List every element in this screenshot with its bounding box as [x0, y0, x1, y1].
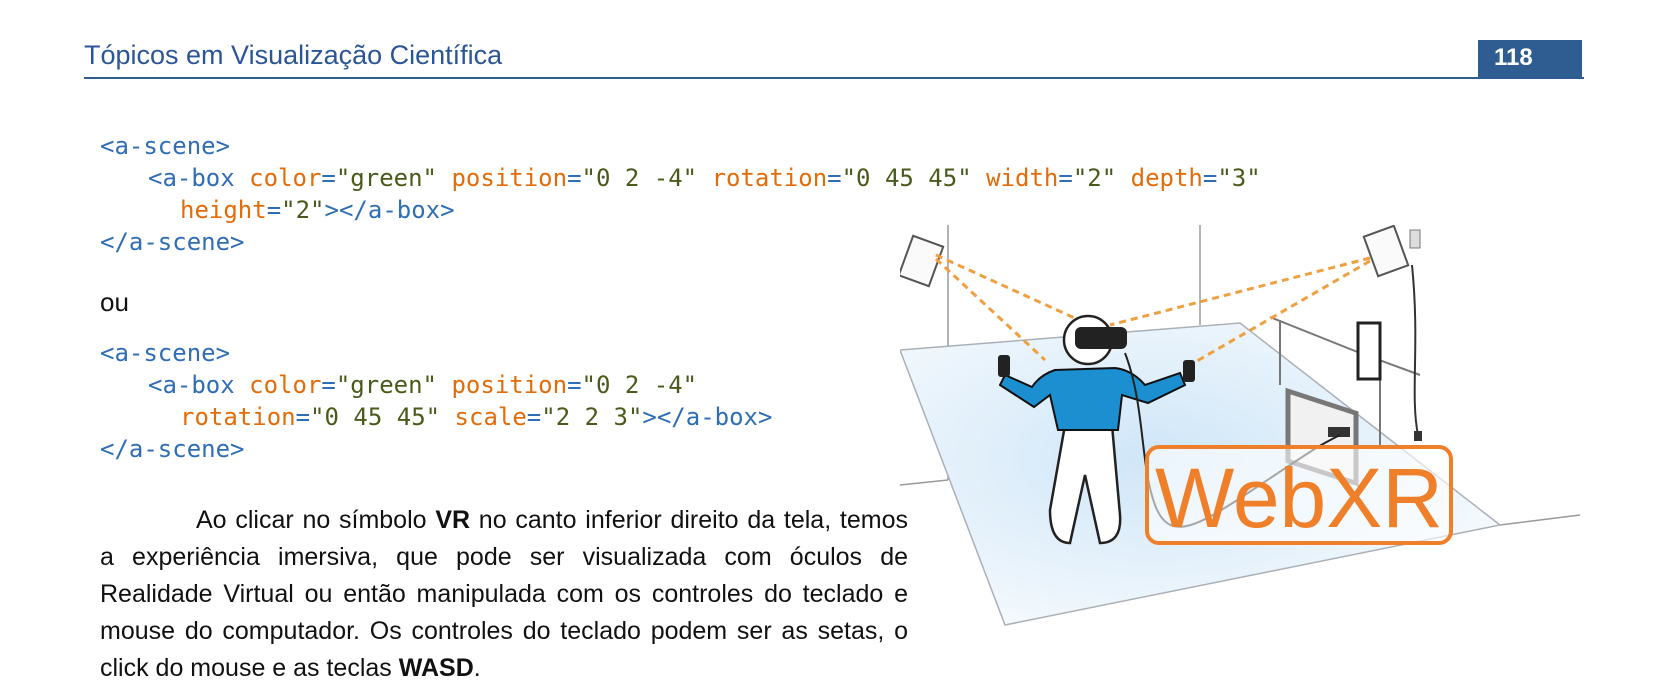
tracking-lasers	[934, 253, 1371, 367]
code-line: </a-scene>	[100, 226, 1261, 258]
code-attr: color	[249, 164, 322, 192]
pc-tower	[1356, 321, 1382, 381]
code-tag: <a-box	[148, 164, 235, 192]
page-number: 118	[1478, 40, 1582, 78]
code-attr: scale	[454, 403, 527, 431]
running-header-title: Tópicos em Visualização Científica	[84, 40, 503, 70]
code-block-1: <a-scene> <a-box color="green" position="…	[100, 130, 1261, 258]
paragraph-bold: WASD	[398, 654, 474, 682]
code-attr: rotation	[180, 403, 296, 431]
code-line: </a-scene>	[100, 433, 772, 465]
code-value: "0 2 -4"	[581, 164, 698, 192]
code-block-2: <a-scene> <a-box color="green" position="…	[100, 337, 772, 465]
code-attr: depth	[1130, 164, 1203, 192]
code-line: <a-box color="green" position="0 2 -4" r…	[148, 164, 1261, 192]
code-value: "0 2 -4"	[581, 371, 698, 399]
webxr-frame	[1145, 445, 1453, 545]
controller-left	[998, 355, 1010, 377]
code-tag: </a-scene>	[100, 228, 245, 256]
code-value: "2 2 3"	[541, 403, 643, 431]
code-tag: ></a-box>	[642, 403, 773, 431]
code-attr: position	[451, 164, 568, 192]
code-value: "green"	[335, 371, 438, 399]
separator-text: ou	[100, 287, 129, 317]
paragraph-text: .	[473, 654, 481, 682]
code-value: "2"	[281, 196, 325, 224]
code-line: <a-box color="green" position="0 2 -4"	[148, 371, 698, 399]
code-line: height="2"></a-box>	[180, 196, 455, 224]
vr-user-figure	[998, 314, 1341, 545]
code-line: <a-scene>	[100, 130, 1261, 162]
code-value: "0 45 45"	[310, 403, 441, 431]
base-station-right	[1362, 225, 1422, 441]
code-attr: color	[249, 371, 322, 399]
code-tag: <a-scene>	[100, 132, 231, 160]
body-paragraph: Ao clicar no símbolo VR no canto inferio…	[100, 502, 908, 687]
header-rule	[84, 77, 1584, 79]
code-line: rotation="0 45 45" scale="2 2 3"></a-box…	[180, 403, 773, 431]
paragraph-bold: VR	[435, 506, 471, 534]
code-tag: <a-scene>	[100, 339, 231, 367]
link-box	[1328, 427, 1350, 437]
code-value: "0 45 45"	[841, 164, 972, 192]
vr-room-illustration: WebXR	[900, 225, 1581, 626]
controller-right	[1183, 360, 1195, 382]
paragraph-text: no canto inferior direito da tela, temos…	[100, 506, 908, 682]
paragraph-text: Ao clicar no símbolo	[196, 506, 436, 534]
code-attr: rotation	[711, 164, 828, 192]
vr-headset	[1075, 327, 1127, 349]
code-line: <a-scene>	[100, 337, 772, 369]
code-tag: ></a-box>	[324, 196, 455, 224]
code-tag: <a-box	[148, 371, 235, 399]
webxr-label: WebXR	[1155, 451, 1443, 545]
code-value: "3"	[1217, 164, 1261, 192]
base-station-left	[900, 234, 945, 288]
code-attr: width	[986, 164, 1059, 192]
code-value: "green"	[335, 164, 438, 192]
code-attr: position	[451, 371, 568, 399]
code-value: "2"	[1072, 164, 1117, 192]
code-attr: height	[180, 196, 267, 224]
code-tag: </a-scene>	[100, 435, 245, 463]
